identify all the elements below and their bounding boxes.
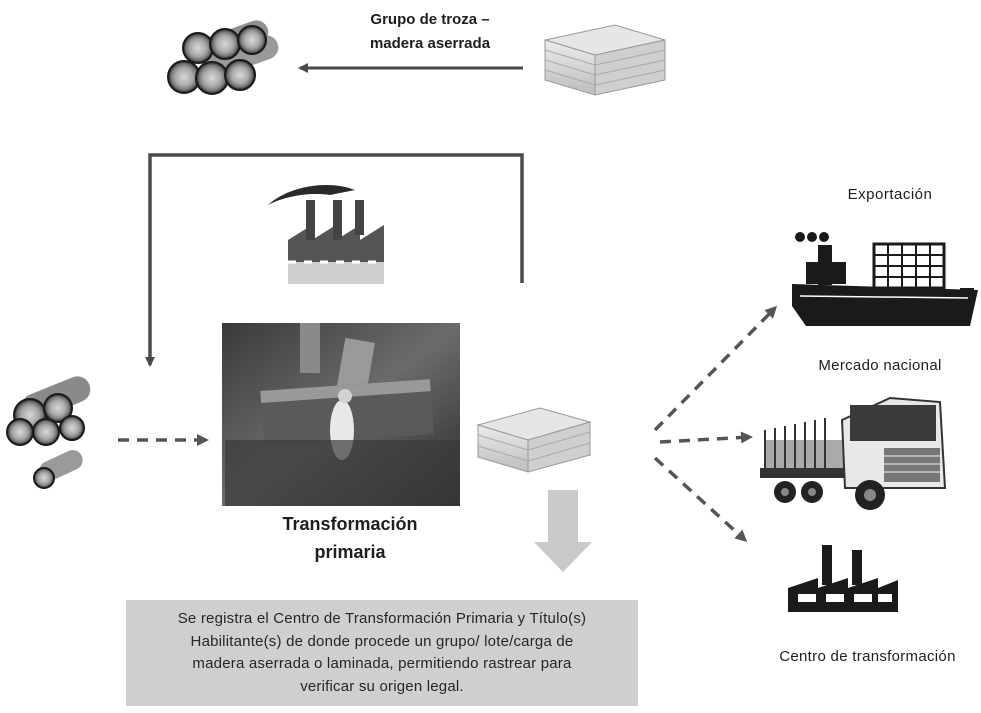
top-label-line2: madera aserrada (369, 35, 491, 52)
primary-transformation-line2: primaria (314, 542, 386, 562)
factory-icon (268, 185, 384, 284)
down-block-arrow (534, 490, 592, 572)
national-market-label: Mercado nacional (818, 357, 942, 374)
lumber-stack-icon-top (544, 24, 666, 96)
primary-transformation-line1: Transformación (282, 514, 418, 534)
logs-icon-top (167, 20, 279, 95)
loop-arrow (145, 153, 524, 367)
sawmill-photo (222, 323, 460, 506)
info-box-line4: verificar su origen legal. (300, 677, 464, 695)
center-dashed-arrow (653, 456, 748, 543)
transformation-center-label: Centro de transformación (779, 648, 956, 665)
info-box-line1: Se registra el Centro de Transformación … (177, 610, 587, 627)
truck-icon (760, 396, 947, 510)
top-label: Grupo de troza – madera aserrada (330, 8, 530, 56)
factory-small-icon (788, 545, 898, 612)
national-dashed-arrow (659, 431, 753, 444)
info-box-line2: Habilitante(s) de donde procede un grupo… (190, 632, 574, 650)
export-dashed-arrow (653, 305, 778, 432)
primary-transformation-label: Transformación primaria (250, 510, 450, 566)
logs-icon-left (6, 376, 91, 489)
lumber-stack-icon-middle (476, 407, 592, 473)
top-label-line1: Grupo de troza – (370, 11, 490, 28)
export-label: Exportación (847, 186, 933, 203)
ship-icon (792, 232, 978, 326)
info-box: Se registra el Centro de Transformación … (126, 600, 638, 706)
info-box-line3: madera aserrada o laminada, permitiendo … (192, 655, 572, 672)
